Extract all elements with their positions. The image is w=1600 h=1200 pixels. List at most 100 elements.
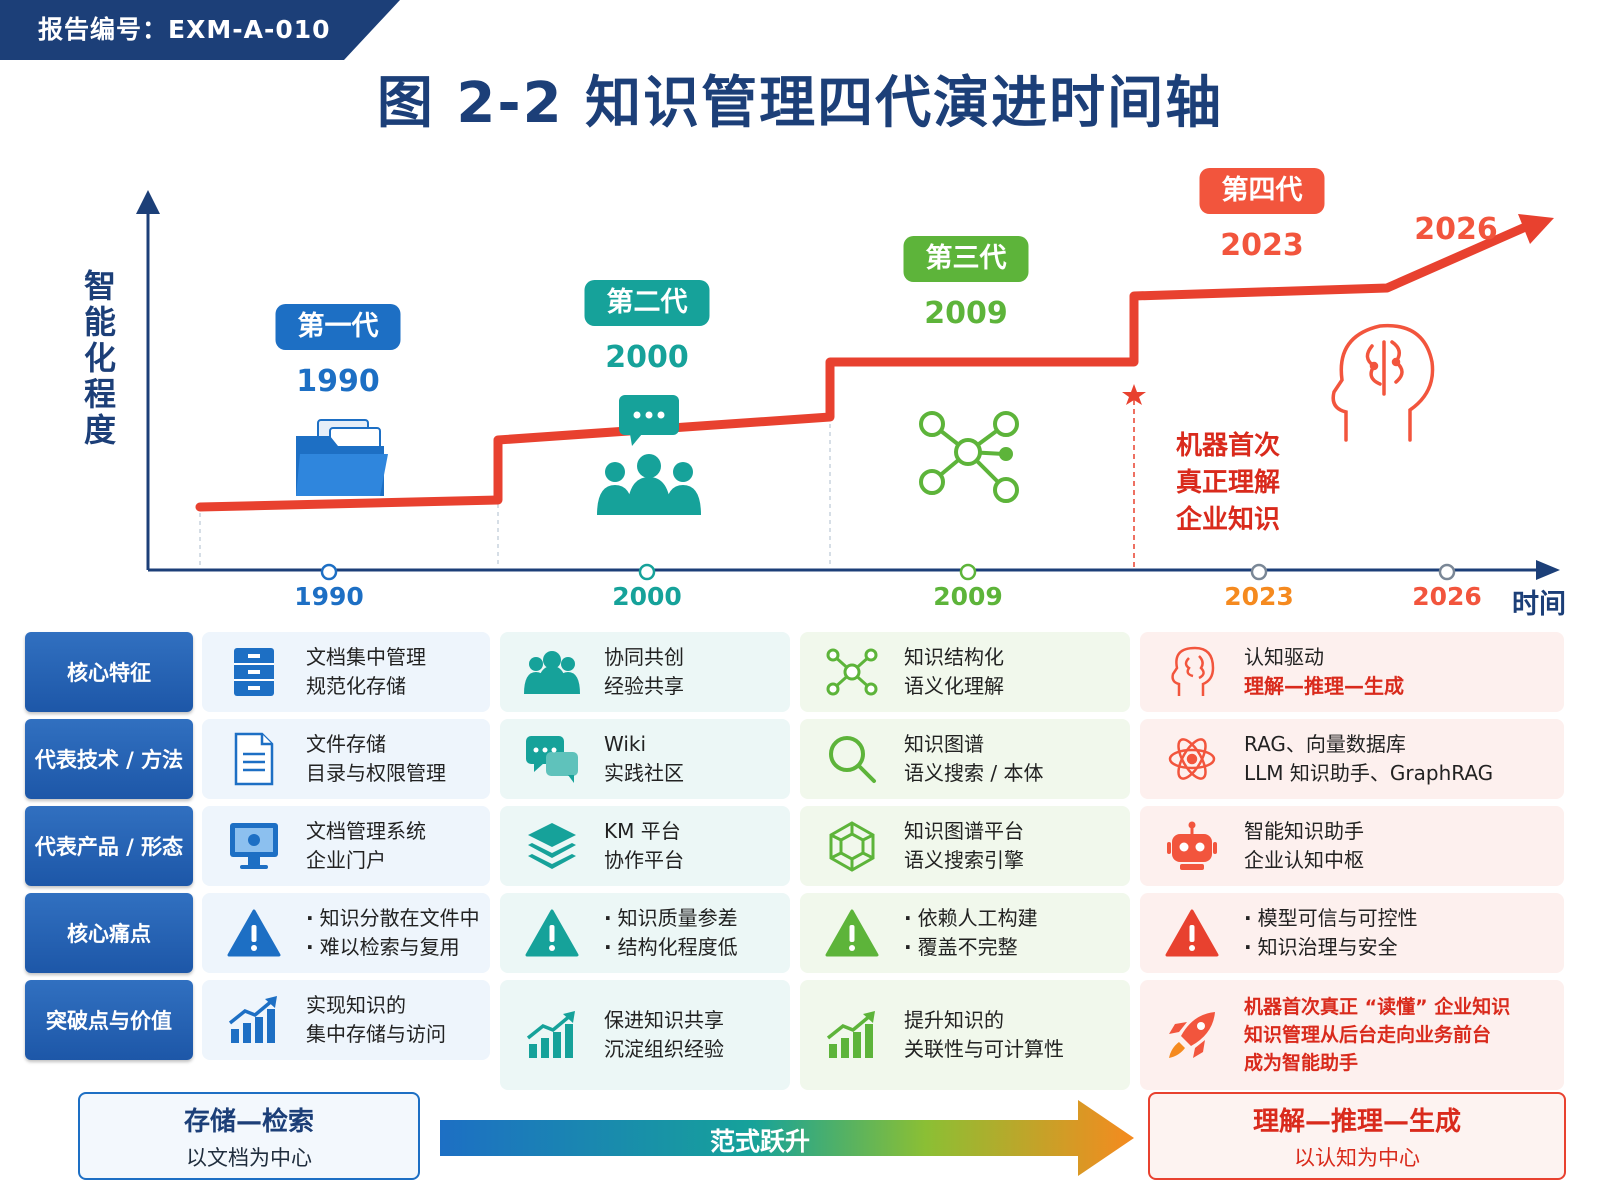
footer-right-box: 理解—推理—生成 以认知为中心 (1148, 1092, 1566, 1180)
y-axis-label: 智能化程度 (83, 267, 116, 449)
tick-2026 (1438, 563, 1456, 581)
cell-gen2-tech: Wiki 实践社区 (500, 719, 790, 799)
gen1-badge: 第一代 (275, 304, 401, 350)
tick-1990 (320, 563, 338, 581)
cell-line: 文件存储 (306, 732, 386, 756)
gen4-badge: 第四代 (1199, 168, 1325, 214)
warning-icon (822, 905, 882, 961)
cell-gen3-tech: 知识图谱语义搜索 / 本体 (800, 719, 1130, 799)
cell-gen2-products: KM 平台协作平台 (500, 806, 790, 886)
cell-line: 文档集中管理 (306, 645, 426, 669)
people-group-icon (522, 644, 582, 700)
cell-bullet: 模型可信与可控性 (1244, 904, 1418, 933)
cell-line: 关联性与可计算性 (904, 1037, 1064, 1061)
footer-right-sub: 以认知为中心 (1294, 1145, 1420, 1170)
gen3-year: 2009 (924, 296, 1008, 331)
cell-bullet: 知识分散在文件中 (306, 904, 480, 933)
cell-gen3-value: 提升知识的关联性与可计算性 (800, 980, 1130, 1090)
cell-line: 沉淀组织经验 (604, 1037, 724, 1061)
magnifier-icon (822, 731, 882, 787)
x-axis-arrow (1536, 560, 1560, 580)
evolution-curve (195, 220, 1535, 512)
tick-2009 (959, 563, 977, 581)
gen1-year: 1990 (296, 364, 380, 399)
cell-line: 实践社区 (604, 761, 684, 785)
cell-bullet: 知识治理与安全 (1244, 933, 1418, 962)
cell-line: 协同共创 (604, 645, 684, 669)
cell-line: 知识管理从后台走向业务前台 (1244, 1024, 1492, 1046)
cell-line: 机器首次真正 “读懂” 企业知识 (1244, 996, 1511, 1018)
cell-line: 规范化存储 (306, 674, 406, 698)
tick-2023 (1250, 563, 1268, 581)
x-axis-label: 时间 (1512, 589, 1566, 620)
robot-icon (1162, 818, 1222, 874)
star-icon (1122, 384, 1146, 405)
footer-left-sub: 以文档为中心 (186, 1145, 312, 1170)
warning-icon (224, 905, 284, 961)
gen4-note-line: 企业知识 (1176, 505, 1281, 535)
cell-line: Wiki (604, 732, 647, 756)
paradigm-arrow-label: 范式跃升 (709, 1127, 810, 1156)
brain-head-icon (1162, 644, 1222, 700)
axis-year-2023: 2023 (1224, 582, 1294, 611)
cell-gen1-features: 文档集中管理规范化存储 (202, 632, 490, 712)
cell-line: 企业门户 (306, 848, 386, 872)
cell-gen3-features: 知识结构化语义化理解 (800, 632, 1130, 712)
cell-line: KM 平台 (604, 819, 681, 843)
axis-year-2009: 2009 (933, 582, 1003, 611)
tick-2000 (638, 563, 656, 581)
cell-gen4-features: 认知驱动理解—推理—生成 (1140, 632, 1564, 712)
cell-bullet: 知识质量参差 (604, 904, 738, 933)
report-id: 报告编号：EXM-A-010 (0, 0, 400, 60)
cell-bullet: 覆盖不完整 (904, 933, 1038, 962)
cell-line: 保进知识共享 (604, 1008, 724, 1032)
folder-icon (296, 419, 388, 496)
cell-bullet: 结构化程度低 (604, 933, 738, 962)
cell-gen4-products: 智能知识助手企业认知中枢 (1140, 806, 1564, 886)
cell-line: 文档管理系统 (306, 819, 426, 843)
cell-highlight: 理解—推理—生成 (1244, 674, 1404, 698)
cell-line: LLM 知识助手、GraphRAG (1244, 761, 1494, 785)
cell-gen4-pain: 模型可信与可控性知识治理与安全 (1140, 893, 1564, 973)
axis-year-2000: 2000 (612, 582, 682, 611)
row-header-tech-methods: 代表技术 / 方法 (25, 719, 193, 799)
brain-head-icon (1331, 323, 1435, 442)
gen4-note-line: 真正理解 (1176, 468, 1281, 498)
axis-year-2026: 2026 (1412, 582, 1482, 611)
cell-gen1-tech: 文件存储目录与权限管理 (202, 719, 490, 799)
cell-line: RAG、向量数据库 (1244, 732, 1406, 756)
chat-bubbles-icon (522, 731, 582, 787)
network-nodes-icon (822, 644, 882, 700)
rocket-icon (1162, 1007, 1222, 1063)
layers-icon (522, 818, 582, 874)
row-header-breakthrough: 突破点与价值 (25, 980, 193, 1060)
cell-line: 知识图谱 (904, 732, 984, 756)
cell-line: 知识图谱平台 (904, 819, 1024, 843)
network-icon (919, 411, 1019, 503)
cell-line: 目录与权限管理 (306, 761, 446, 785)
cell-line: 企业认知中枢 (1244, 848, 1364, 872)
curve-arrowhead (1518, 214, 1554, 244)
gen4-note-line: 机器首次 (1176, 431, 1281, 461)
cell-line: 经验共享 (604, 674, 684, 698)
cube-graph-icon (822, 818, 882, 874)
atom-icon (1162, 731, 1222, 787)
axis-year-1990: 1990 (294, 582, 364, 611)
cell-gen1-value: 实现知识的集中存储与访问 (202, 980, 490, 1060)
warning-icon (1162, 905, 1222, 961)
paradigm-arrow (440, 1100, 1134, 1176)
row-header-pain-points: 核心痛点 (25, 893, 193, 973)
gen2-year: 2000 (605, 340, 689, 375)
cell-line: 语义搜索引擎 (904, 848, 1024, 872)
cell-gen4-tech: RAG、向量数据库 LLM 知识助手、GraphRAG (1140, 719, 1564, 799)
cell-gen3-pain: 依赖人工构建覆盖不完整 (800, 893, 1130, 973)
file-cabinet-icon (224, 644, 284, 700)
cell-gen2-features: 协同共创经验共享 (500, 632, 790, 712)
cell-line: 成为智能助手 (1244, 1052, 1359, 1074)
footer-left-title: 存储—检索 (183, 1106, 314, 1137)
cell-gen3-products: 知识图谱平台语义搜索引擎 (800, 806, 1130, 886)
cell-line: 认知驱动 (1244, 645, 1324, 669)
cell-line: 语义化理解 (904, 674, 1004, 698)
page-title: 图 2-2 知识管理四代演进时间轴 (376, 71, 1224, 136)
footer-left-box: 存储—检索 以文档为中心 (78, 1092, 420, 1180)
